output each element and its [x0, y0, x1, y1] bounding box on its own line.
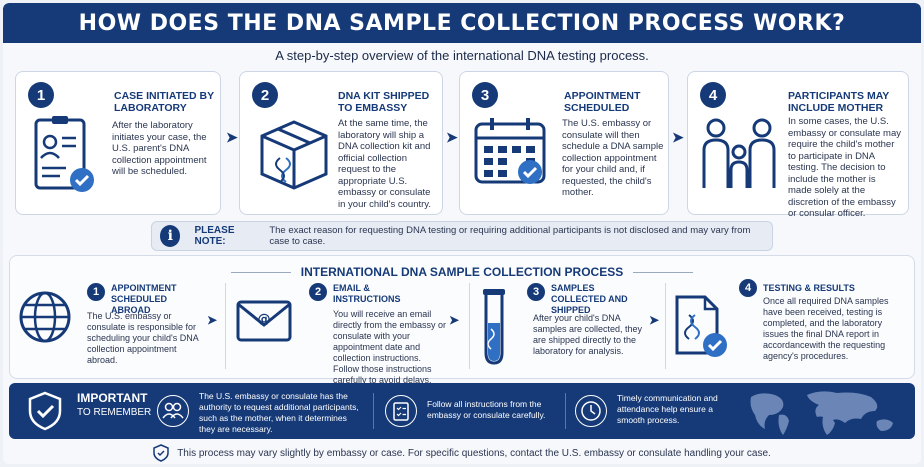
- people-icon: [157, 395, 189, 427]
- footer-text: This process may vary slightly by embass…: [177, 447, 771, 459]
- step-text: Once all required DNA samples have been …: [763, 296, 889, 361]
- process-title: INTERNATIONAL DNA SAMPLE COLLECTION PROC…: [300, 265, 624, 279]
- family-icon: [702, 118, 776, 188]
- important-item-2: Follow all instructions from the embassy…: [427, 399, 546, 420]
- step-card-1: 1 Case initiated by laboratory After the…: [15, 71, 221, 215]
- info-icon: i: [160, 225, 181, 247]
- step-text: You will receive an email directly from …: [333, 309, 447, 385]
- step-text: After the laboratory initiates your case…: [112, 120, 207, 177]
- step-number: 3: [472, 82, 498, 108]
- checklist-icon: [385, 395, 417, 427]
- important-title: IMPORTANT: [77, 391, 148, 405]
- report-icon: [675, 295, 727, 357]
- id-card-icon: [34, 116, 94, 192]
- step-title: DNA kit shipped to embassy: [338, 90, 430, 114]
- step-title: Case initiated by laboratory: [114, 90, 214, 114]
- arrow-right-icon: ➤: [672, 129, 684, 145]
- arrow-right-icon: ➤: [649, 313, 660, 327]
- globe-icon: [19, 291, 71, 343]
- footer-note: This process may vary slightly by embass…: [3, 443, 921, 463]
- important-banner: IMPORTANT TO REMEMBER The U.S. embassy o…: [9, 383, 915, 439]
- step-number: 4: [700, 82, 726, 108]
- arrow-right-icon: ➤: [449, 313, 460, 327]
- step-number: 1: [28, 82, 54, 108]
- step-title: Appointment scheduled abroad: [111, 283, 177, 315]
- step-title: Samples collected and shipped: [551, 283, 628, 315]
- step-title: Email & instructions: [333, 283, 401, 304]
- note-text: The exact reason for requesting DNA test…: [269, 225, 751, 247]
- heading-rule: [633, 271, 694, 273]
- header-banner: HOW DOES THE DNA SAMPLE COLLECTION PROCE…: [3, 3, 921, 43]
- calendar-icon: [474, 118, 546, 184]
- step-divider: [469, 283, 470, 369]
- heading-rule: [230, 271, 291, 273]
- step-title: Participants may include mother: [788, 90, 890, 114]
- step-card-2: 2 DNA kit shipped to embassy At the same…: [239, 71, 443, 215]
- process-heading: INTERNATIONAL DNA SAMPLE COLLECTION PROC…: [3, 265, 921, 279]
- step-card-3: 3 Appointment scheduled The U.S. embassy…: [459, 71, 669, 215]
- arrow-right-icon: ➤: [446, 129, 458, 145]
- important-item-1: The U.S. embassy or consulate has the au…: [199, 391, 359, 434]
- step-divider: [665, 283, 666, 369]
- step-text: The U.S. embassy or consulate will then …: [562, 118, 664, 198]
- world-map-icon: [750, 391, 893, 435]
- shield-check-icon: [153, 444, 169, 462]
- note-label: PLEASE NOTE:: [194, 225, 235, 247]
- step-number: 3: [527, 283, 545, 301]
- important-item-3: Timely communication and attendance help…: [617, 393, 718, 425]
- box-icon: [260, 120, 328, 190]
- step-number: 4: [739, 279, 757, 297]
- step-number: 2: [309, 283, 327, 301]
- step-title: Testing & results: [763, 283, 855, 293]
- arrow-right-icon: ➤: [226, 129, 238, 145]
- step-number: 1: [87, 283, 105, 301]
- process-section: [9, 255, 915, 379]
- page-subtitle: A step-by-step overview of the internati…: [275, 48, 649, 63]
- infographic: HOW DOES THE DNA SAMPLE COLLECTION PROCE…: [3, 3, 921, 464]
- step-text: In some cases, the U.S. embassy or consu…: [788, 116, 901, 219]
- page-title: HOW DOES THE DNA SAMPLE COLLECTION PROCE…: [78, 10, 846, 36]
- arrow-right-icon: ➤: [207, 313, 218, 327]
- clock-icon: [575, 395, 607, 427]
- please-note-banner: i PLEASE NOTE: The exact reason for requ…: [151, 221, 773, 251]
- envelope-icon: @: [236, 300, 292, 342]
- step-text: After your child's DNA samples are colle…: [533, 313, 643, 356]
- step-number: 2: [252, 82, 278, 108]
- important-subtitle: TO REMEMBER: [77, 407, 152, 418]
- test-tube-icon: [483, 289, 505, 365]
- step-title: Appointment scheduled: [564, 90, 641, 114]
- band-divider: [373, 393, 374, 429]
- band-divider: [565, 393, 566, 429]
- shield-check-icon: [28, 391, 62, 431]
- step-card-4: 4 Participants may include mother In som…: [687, 71, 909, 219]
- step-divider: [225, 283, 226, 369]
- svg-text:@: @: [258, 312, 271, 327]
- step-text: At the same time, the laboratory will sh…: [338, 118, 431, 210]
- step-text: The U.S. embassy or consulate is respons…: [87, 311, 199, 365]
